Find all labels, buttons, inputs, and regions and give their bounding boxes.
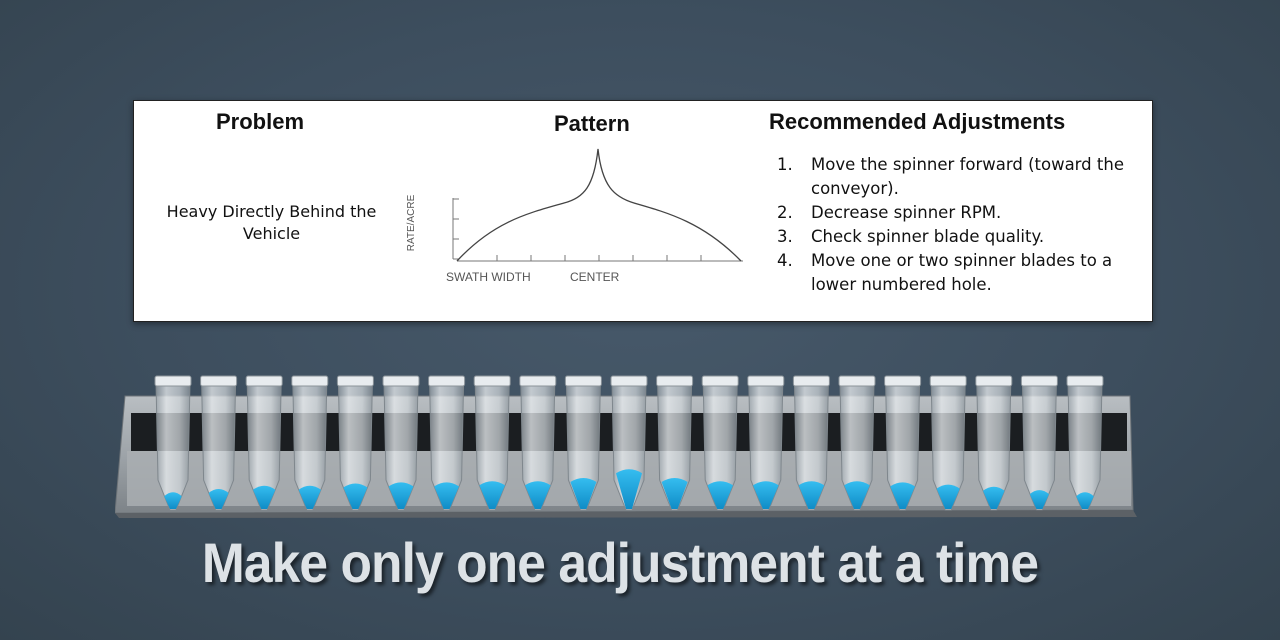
tube-cap [884,375,922,387]
granule-fill [298,485,321,509]
adjustment-item: 3. Check spinner blade quality. [774,225,1146,249]
granule-fill [890,482,915,509]
tagline: Make only one adjustment at a time [201,531,1039,594]
granule-fill [253,485,276,509]
granule-fill [1029,490,1049,509]
granule-fill [707,481,733,509]
collection-tube-rack [114,368,1145,528]
adjustment-table: Problem Pattern Recommended Adjustments … [133,100,1153,322]
tube-cap [200,375,238,387]
tube-cap [1066,375,1104,387]
granule-fill [343,483,368,509]
collection-tube [701,375,739,511]
item-number: 4. [777,251,793,270]
granule-fill [164,492,182,509]
tube-cap [701,375,739,387]
tube-cap [428,375,466,387]
tube-cap [382,375,420,387]
tube-rack-image [114,375,1137,518]
tube-cap [975,375,1013,387]
tube-cap [929,375,967,387]
tube-cap [1020,375,1058,387]
item-text: Check spinner blade quality. [811,227,1045,246]
granule-fill [753,481,779,509]
collection-tube [154,375,192,511]
granule-fill [570,478,597,509]
item-text: Move the spinner forward (toward the con… [811,155,1124,198]
collection-tube [564,375,602,511]
collection-tube [975,375,1013,511]
tube-cap [154,375,192,387]
x-axis-ticks [496,255,702,261]
collection-tube [610,375,648,511]
collection-tube [792,375,830,511]
adjustment-list: 1. Move the spinner forward (toward the … [774,153,1146,297]
spread-pattern-diagram: RATE/ACRE SWATH WIDTH CENTER [406,148,743,284]
x-label-swath-width: SWATH WIDTH [446,270,531,284]
granule-fill [479,481,505,509]
collection-tube [336,375,374,511]
tube-cap [610,375,648,387]
collection-tube [1020,375,1058,511]
granule-fill [936,484,960,509]
collection-tube [884,375,922,511]
collection-tube [245,375,283,511]
adjustments-header: Recommended Adjustments [769,109,1066,134]
item-number: 1. [777,155,793,174]
tube-cap [291,375,329,387]
tube-cap [747,375,785,387]
tube-cap [656,375,694,387]
granule-fill [1076,492,1094,509]
rack-base-edge [115,510,1137,518]
pattern-header: Pattern [554,111,630,136]
tube-cap [792,375,830,387]
item-number: 3. [777,227,793,246]
granule-fill [208,489,229,509]
adjustment-item: 2. Decrease spinner RPM. [774,201,1146,225]
problem-description: Heavy Directly Behind the Vehicle [166,202,377,243]
problem-header: Problem [216,109,305,134]
granule-fill [616,469,642,509]
granule-fill [798,481,825,509]
pattern-curve [456,148,742,262]
tube-cap [473,375,511,387]
collection-tube [200,375,238,511]
collection-tube [656,375,694,511]
y-axis [452,198,459,260]
collection-tube [428,375,466,511]
adjustment-item: 1. Move the spinner forward (toward the … [774,153,1146,201]
item-number: 2. [777,203,793,222]
tube-cap [838,375,876,387]
collection-tube [1066,375,1104,511]
granule-fill [983,486,1005,509]
collection-tube [382,375,420,511]
collection-tube [929,375,967,511]
y-axis-label: RATE/ACRE [406,194,417,251]
collection-tube [291,375,329,511]
item-text: Decrease spinner RPM. [811,203,1002,222]
tube-cap [564,375,602,387]
collection-tube [473,375,511,511]
adjustment-item: 4. Move one or two spinner blades to a l… [774,249,1146,297]
item-text: Move one or two spinner blades to a lowe… [811,251,1113,294]
granule-fill [434,482,459,509]
collection-tube [519,375,557,511]
granule-fill [525,481,551,509]
collection-tube [838,375,876,511]
x-label-center: CENTER [570,270,620,284]
collection-tube [747,375,785,511]
tube-cap [519,375,557,387]
tube-cap [245,375,283,387]
tube-cap [336,375,374,387]
granule-fill [388,482,414,509]
granule-fill [661,478,688,509]
granule-fill [844,481,870,509]
